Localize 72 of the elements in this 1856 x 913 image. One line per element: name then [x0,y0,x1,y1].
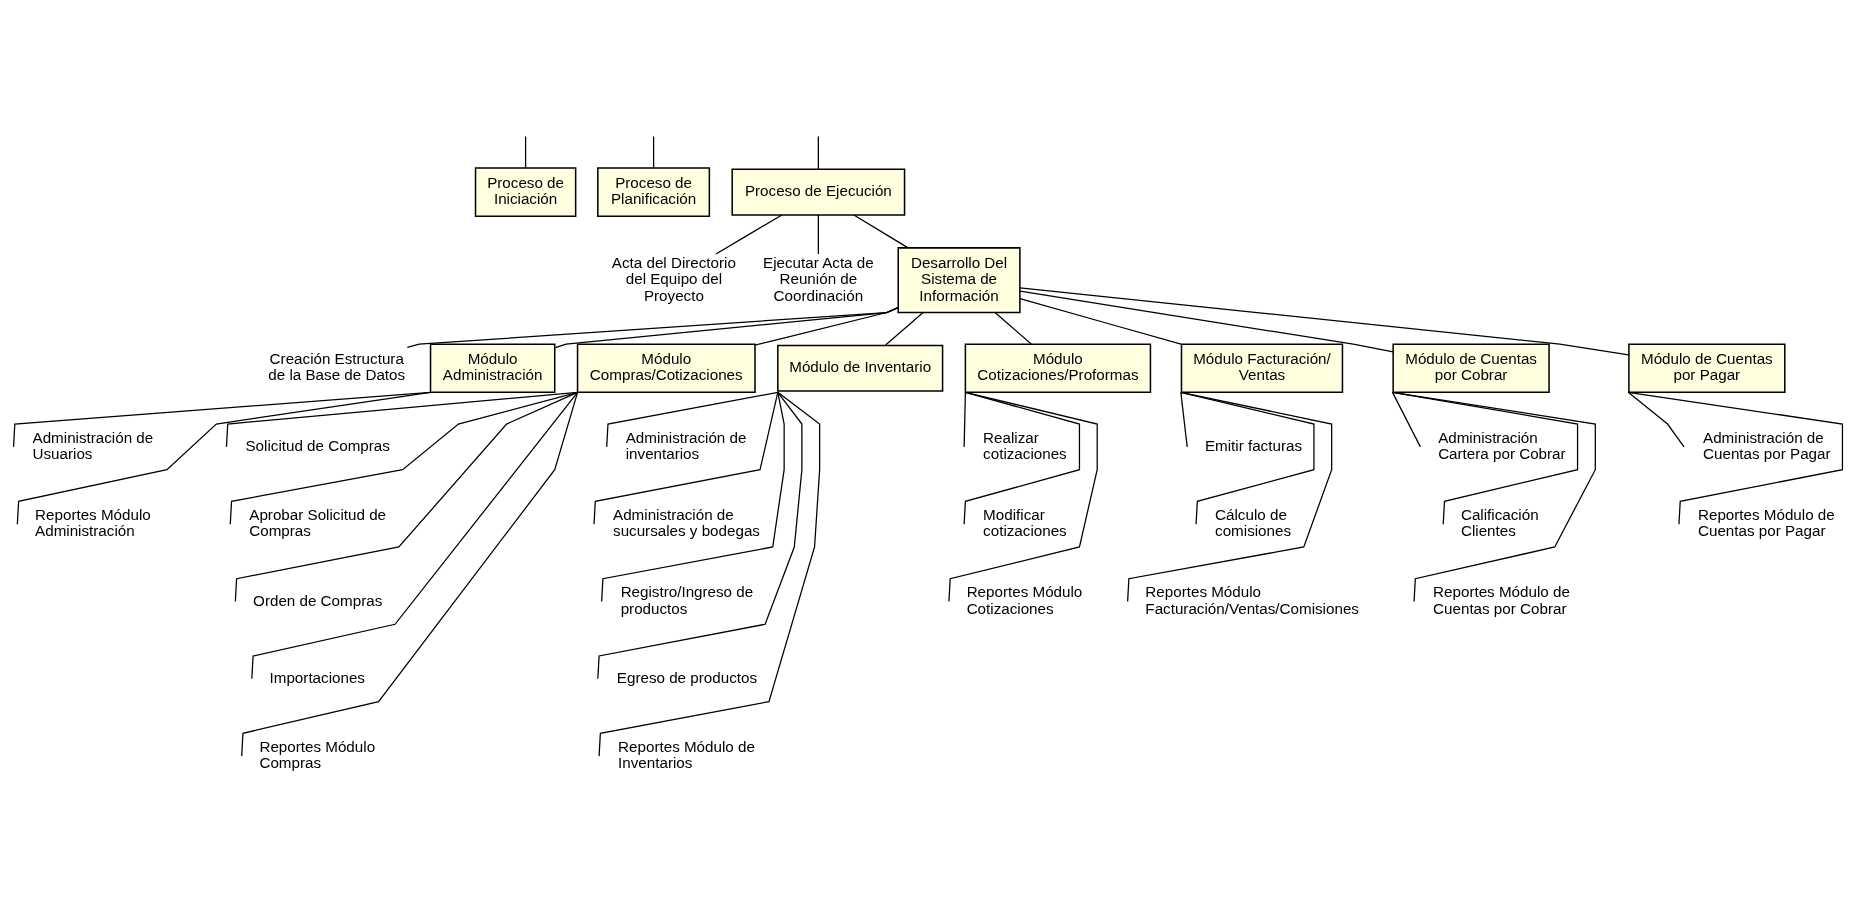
connector [1391,391,1596,602]
node-text: Reportes Módulo Cotizaciones [966,582,1083,617]
node-text: Reportes Módulo de Inventarios [618,737,755,771]
connector [601,391,785,602]
connector [1391,391,1579,525]
node-text: Emitir facturas [1204,436,1302,454]
connector [885,311,924,346]
connector [1019,290,1394,353]
connector [406,306,899,348]
node-text: Creación Estructura de la Base de Datos [268,349,406,383]
connector [1019,297,1182,345]
node-text: Registro/Ingreso de productos [620,582,754,617]
node-box: Módulo Compras/Cotizaciones [576,342,756,393]
node-text: Cálculo de comisiones [1215,505,1292,539]
node-text: Acta del Directorio del Equipo del Proyecto [611,253,736,304]
connector [948,391,1098,602]
connector [1127,391,1333,602]
node-box: Proceso de Planificación [597,166,711,217]
connector [241,391,579,757]
connector [554,306,899,348]
node-text: Reportes Módulo Facturación/Ventas/Comisiones [1145,582,1359,617]
node-text: Administración de sucursales y bodegas [613,505,760,539]
node-box: Módulo de Cuentas por Pagar [1628,342,1786,393]
node-box: Módulo Facturación/ Ventas [1180,342,1344,393]
connector [715,213,783,255]
connector [817,135,819,170]
connector [234,391,579,602]
connector [963,391,1081,525]
node-text: Reportes Módulo de Cuentas por Cobrar [1433,582,1570,617]
node-text: Modificar cotizaciones [983,505,1067,539]
node-box: Módulo Administración [429,342,556,393]
node-text: Administración de Usuarios [32,428,154,462]
connector [1627,391,1685,447]
node-text: Reportes Módulo de Cuentas por Pagar [1697,505,1835,539]
connector [524,135,527,169]
node-text: Reportes Módulo Administración [35,505,151,539]
node-text: Administración de Cuentas por Pagar [1703,428,1831,462]
node-text: Importaciones [269,668,365,686]
node-text: Reportes Módulo Compras [259,737,376,771]
connector [1391,391,1422,447]
node-box: Módulo de Inventario [777,344,944,392]
connector [1627,391,1844,525]
connector [593,391,779,525]
node-text: Aprobar Solicitud de Compras [249,505,387,539]
connector [652,135,655,169]
connector [16,391,432,525]
node-box: Desarrollo Del Sistema de Información [897,246,1021,313]
connector [1019,286,1630,355]
node-box: Módulo Cotizaciones/Proformas [964,342,1152,393]
connector [1180,391,1315,525]
node-text: Egreso de productos [616,668,757,686]
connector [853,213,909,248]
connector [251,391,579,679]
connector [598,391,821,757]
connector [817,213,819,255]
node-text: Ejecutar Acta de Reunión de Coordinación [763,253,874,304]
node-box: Módulo de Cuentas por Cobrar [1392,342,1550,393]
node-box: Proceso de Ejecución [731,168,906,216]
connector [1180,391,1188,447]
node-text: Administración Cartera por Cobrar [1438,428,1566,462]
connector [754,306,899,346]
connector [229,391,579,525]
node-text: Orden de Compras [253,591,383,609]
node-text: Solicitud de Compras [245,436,390,454]
node-text: Calificación Clientes [1460,505,1539,539]
node-text: Administración de inventarios [625,428,747,462]
connector [994,311,1032,345]
connector [606,391,779,447]
node-box: Proceso de Iniciación [474,166,577,217]
connector [963,391,967,447]
node-text: Realizar cotizaciones [983,428,1067,462]
connector [597,391,803,679]
